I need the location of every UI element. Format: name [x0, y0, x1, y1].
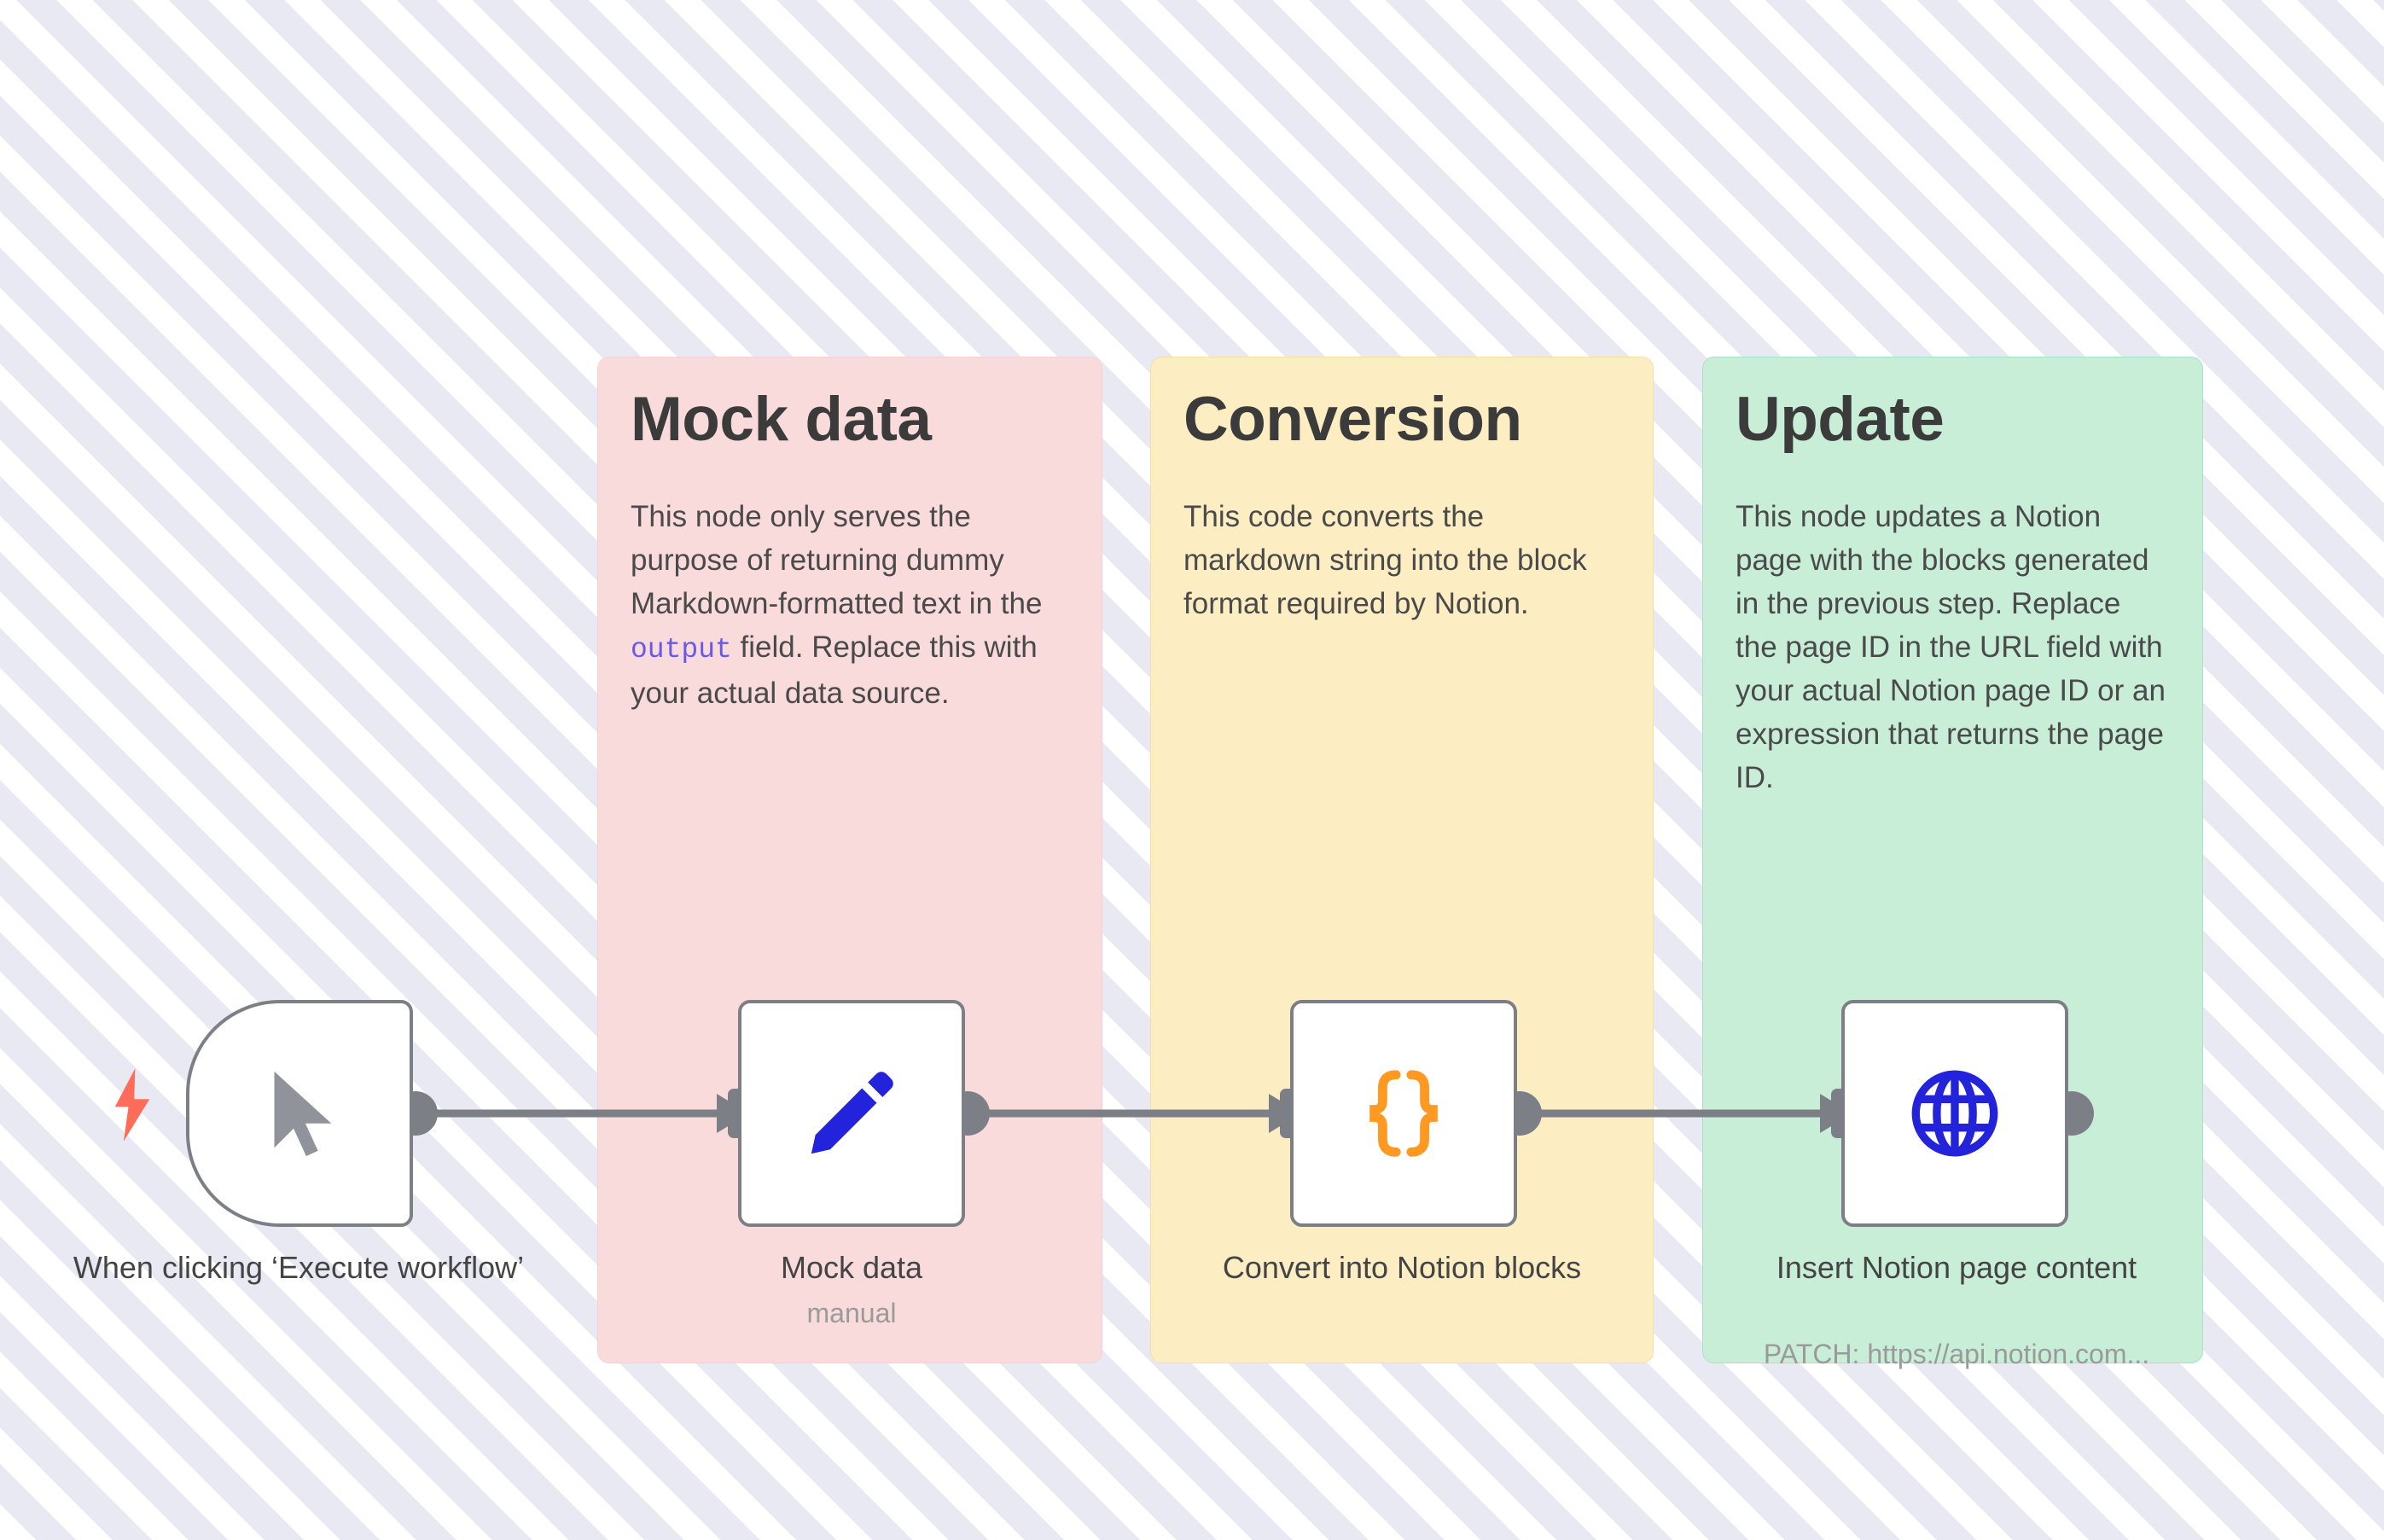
- sticky-note-body: This node only serves the purpose of ret…: [631, 495, 1069, 715]
- node-sublabel-insert-notion-page-content: PATCH: https://api.notion.com...: [1763, 1339, 2150, 1369]
- node-manual-trigger[interactable]: [186, 1000, 413, 1227]
- node-mock-data[interactable]: [738, 1000, 965, 1227]
- sticky-note-title: Mock data: [631, 385, 932, 454]
- sticky-note-title: Conversion: [1183, 385, 1522, 454]
- pencil-icon: [811, 1072, 893, 1154]
- cursor-arrow-icon: [274, 1071, 332, 1157]
- sticky-note-title: Update: [1736, 385, 1945, 454]
- sticky-note-mock-data[interactable]: Mock data This node only serves the purp…: [597, 357, 1102, 1363]
- globe-icon: [1911, 1070, 1998, 1157]
- node-label-convert-into-notion-blocks: Convert into Notion blocks: [1222, 1250, 1582, 1285]
- node-label-mock-data: Mock data: [780, 1250, 923, 1285]
- inline-code-output: output: [631, 633, 732, 665]
- lightning-bolt-icon: [114, 1068, 150, 1142]
- node-http-request[interactable]: [1841, 1000, 2068, 1227]
- sticky-body-part-1: This node only serves the purpose of ret…: [631, 499, 1043, 620]
- sticky-note-body: This code converts the markdown string i…: [1183, 499, 1587, 620]
- node-label-insert-notion-page-content: Insert Notion page content: [1776, 1250, 2137, 1285]
- node-code[interactable]: [1290, 1000, 1517, 1227]
- curly-braces-icon: [1369, 1070, 1438, 1157]
- sticky-body-part-2: field. Replace this with your actual dat…: [631, 630, 1038, 710]
- node-label-manual-trigger: When clicking ‘Execute workflow’: [73, 1250, 525, 1285]
- sticky-note-body: This node updates a Notion page with the…: [1736, 499, 2166, 794]
- node-sublabel-mock-data: manual: [806, 1298, 897, 1328]
